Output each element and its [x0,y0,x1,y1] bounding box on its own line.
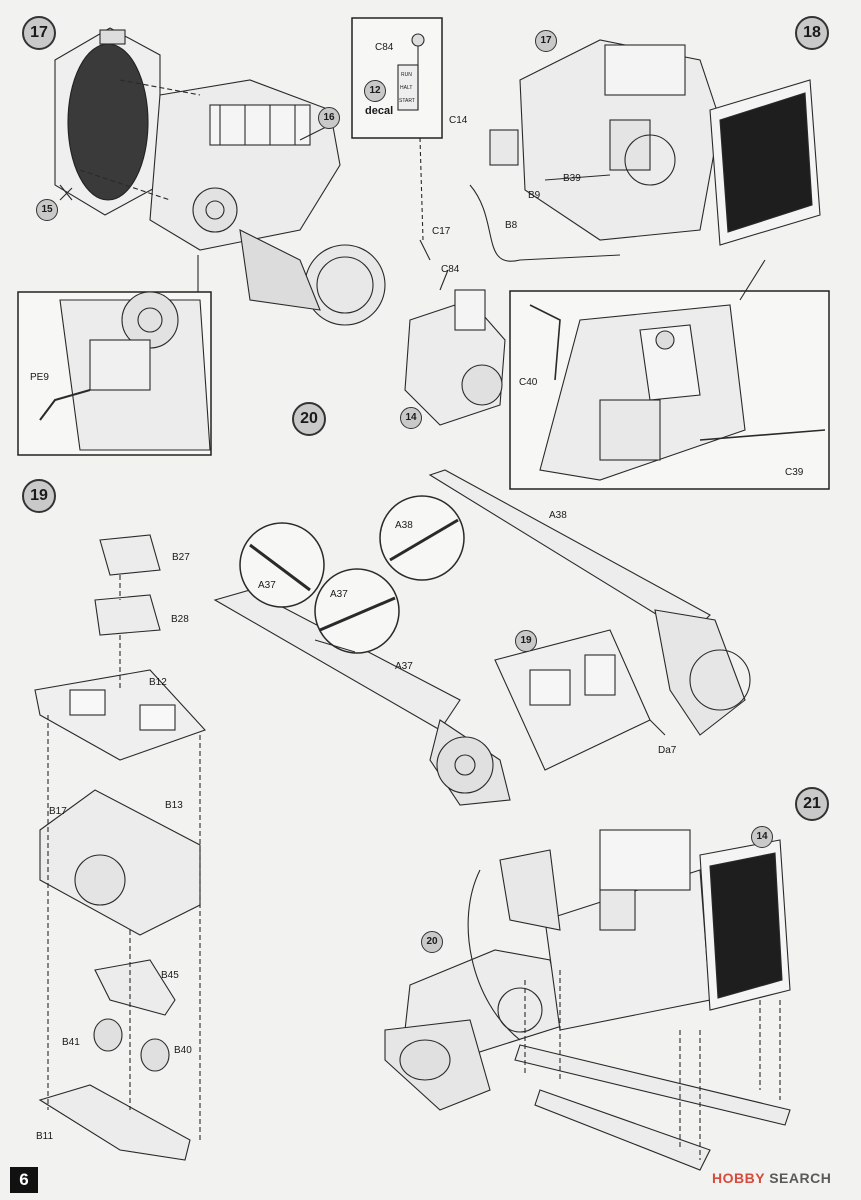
step-18-badge: 18 [795,16,829,50]
ref-14-step17: 14 [400,407,422,429]
label-b41: B41 [62,1037,80,1048]
label-b13: B13 [165,800,183,811]
step17-engine [79,79,386,326]
label-a38-inset: A38 [395,520,413,531]
watermark-part2: SEARCH [769,1170,832,1186]
label-b17: B17 [49,806,67,817]
ref-20: 20 [421,931,443,953]
label-da7: Da7 [658,745,677,756]
label-b8: B8 [505,220,518,231]
switch-halt: HALT [400,85,413,91]
label-a37-inset1: A37 [258,580,276,591]
switch-start: START [399,98,415,104]
label-c14: C14 [449,115,468,126]
ref-17: 17 [535,30,557,52]
watermark-part1: HOBBY [712,1170,765,1186]
step17-detail-inset-drawing [17,291,212,456]
label-b39: B39 [563,173,581,184]
switch-run: RUN [401,72,412,78]
label-a37: A37 [395,661,413,672]
step21-assembly [384,829,791,1171]
label-c84-top: C84 [375,42,394,53]
step19-exploded-parts [34,534,206,1161]
label-c84-mid: C84 [441,264,460,275]
step17-transmission [404,289,506,426]
label-b40: B40 [174,1045,192,1056]
label-a38: A38 [549,510,567,521]
step20-frame [213,469,751,806]
label-b28: B28 [171,614,189,625]
step-21-badge: 21 [795,787,829,821]
step18-detail-inset-drawing [509,259,830,490]
ref-12-decal: 12 [364,80,386,102]
label-b11: B11 [36,1131,54,1142]
ref-14-step21: 14 [751,826,773,848]
step18-engine-radiator [469,39,821,262]
label-b45: B45 [161,970,179,981]
step20-detail-circles [239,495,465,654]
step-20-badge: 20 [292,402,326,436]
label-decal: decal [365,105,394,117]
label-b9: B9 [528,190,541,201]
label-a37-inset2: A37 [330,589,348,600]
label-c17: C17 [432,226,451,237]
step17-radiator [54,27,161,216]
ref-16: 16 [318,107,340,129]
step-17-badge: 17 [22,16,56,50]
label-pe9: PE9 [30,372,49,383]
label-c39: C39 [785,467,804,478]
page-number: 6 [10,1167,38,1193]
ref-19: 19 [515,630,537,652]
label-b27: B27 [172,552,190,563]
decal-inset-drawing [351,17,443,241]
ref-15: 15 [36,199,58,221]
label-b12: B12 [149,677,167,688]
label-c40: C40 [519,377,538,388]
step-19-badge: 19 [22,479,56,513]
watermark-logo: HOBBY SEARCH [712,1170,831,1186]
